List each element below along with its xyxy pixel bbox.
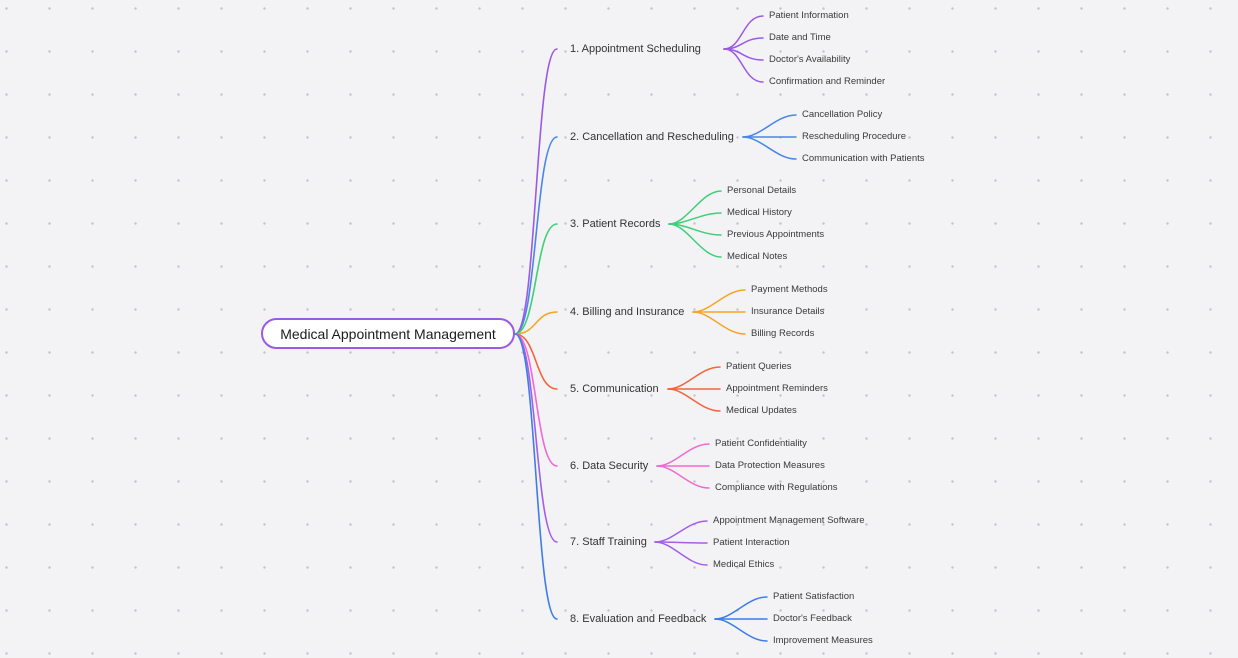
leaf-connector <box>654 541 708 566</box>
leaf-node[interactable]: Doctor's Availability <box>769 54 851 65</box>
root-node[interactable]: Medical Appointment Management <box>261 318 515 349</box>
leaf-node[interactable]: Patient Interaction <box>713 537 790 548</box>
leaf-node[interactable]: Patient Satisfaction <box>773 591 855 602</box>
leaf-node[interactable]: Communication with Patients <box>802 153 925 164</box>
branch-node[interactable]: 1. Appointment Scheduling <box>570 43 701 55</box>
branch-connector <box>514 333 558 467</box>
leaf-node[interactable]: Medical Updates <box>726 405 797 416</box>
leaf-connector <box>667 366 721 390</box>
branch-connector <box>514 311 558 335</box>
branch-node[interactable]: 8. Evaluation and Feedback <box>570 613 707 625</box>
leaf-node[interactable]: Improvement Measures <box>773 635 873 646</box>
leaf-node[interactable]: Cancellation Policy <box>802 109 883 120</box>
leaf-connector <box>654 520 708 543</box>
leaf-connector <box>668 223 722 258</box>
leaf-node[interactable]: Patient Queries <box>726 361 792 372</box>
leaf-connector <box>742 114 797 138</box>
branch-connector <box>514 223 558 335</box>
branch-node[interactable]: 5. Communication <box>570 383 659 395</box>
branch-node[interactable]: 2. Cancellation and Rescheduling <box>570 131 734 143</box>
branch-node[interactable]: 7. Staff Training <box>570 536 647 548</box>
leaf-connector <box>656 443 710 467</box>
leaf-node[interactable]: Appointment Reminders <box>726 383 828 394</box>
leaf-node[interactable]: Patient Information <box>769 10 849 21</box>
leaf-node[interactable]: Previous Appointments <box>727 229 825 240</box>
leaf-node[interactable]: Confirmation and Reminder <box>769 76 886 87</box>
leaf-node[interactable]: Insurance Details <box>751 306 825 317</box>
leaf-node[interactable]: Payment Methods <box>751 284 828 295</box>
leaf-connector <box>723 15 764 50</box>
leaf-node[interactable]: Compliance with Regulations <box>715 482 838 493</box>
leaf-connector <box>692 289 746 313</box>
branch-node[interactable]: 4. Billing and Insurance <box>570 306 685 318</box>
branch-connector <box>514 48 558 335</box>
leaf-node[interactable]: Medical Notes <box>727 251 788 262</box>
branch-connector <box>514 333 558 390</box>
leaf-node[interactable]: Personal Details <box>727 185 797 196</box>
branch-connector <box>514 333 558 620</box>
leaf-node[interactable]: Rescheduling Procedure <box>802 131 907 142</box>
leaf-node[interactable]: Patient Confidentiality <box>715 438 807 449</box>
leaf-connector <box>668 190 722 225</box>
leaf-node[interactable]: Medical Ethics <box>713 559 775 570</box>
leaf-connector <box>692 311 746 335</box>
leaf-connector <box>714 618 768 642</box>
leaf-node[interactable]: Data Protection Measures <box>715 460 825 471</box>
leaf-node[interactable]: Medical History <box>727 207 792 218</box>
branch-connector <box>514 333 558 543</box>
branch-connector <box>514 136 558 335</box>
leaf-connector <box>714 596 768 620</box>
leaf-connector <box>667 388 721 412</box>
branch-node[interactable]: 6. Data Security <box>570 460 649 472</box>
leaf-node[interactable]: Appointment Management Software <box>713 515 865 526</box>
leaf-node[interactable]: Doctor's Feedback <box>773 613 852 624</box>
leaf-node[interactable]: Date and Time <box>769 32 831 43</box>
leaf-node[interactable]: Billing Records <box>751 328 815 339</box>
leaf-connector <box>742 136 797 160</box>
leaf-connector <box>723 48 764 83</box>
branch-node[interactable]: 3. Patient Records <box>570 218 661 230</box>
leaf-connector <box>656 465 710 489</box>
